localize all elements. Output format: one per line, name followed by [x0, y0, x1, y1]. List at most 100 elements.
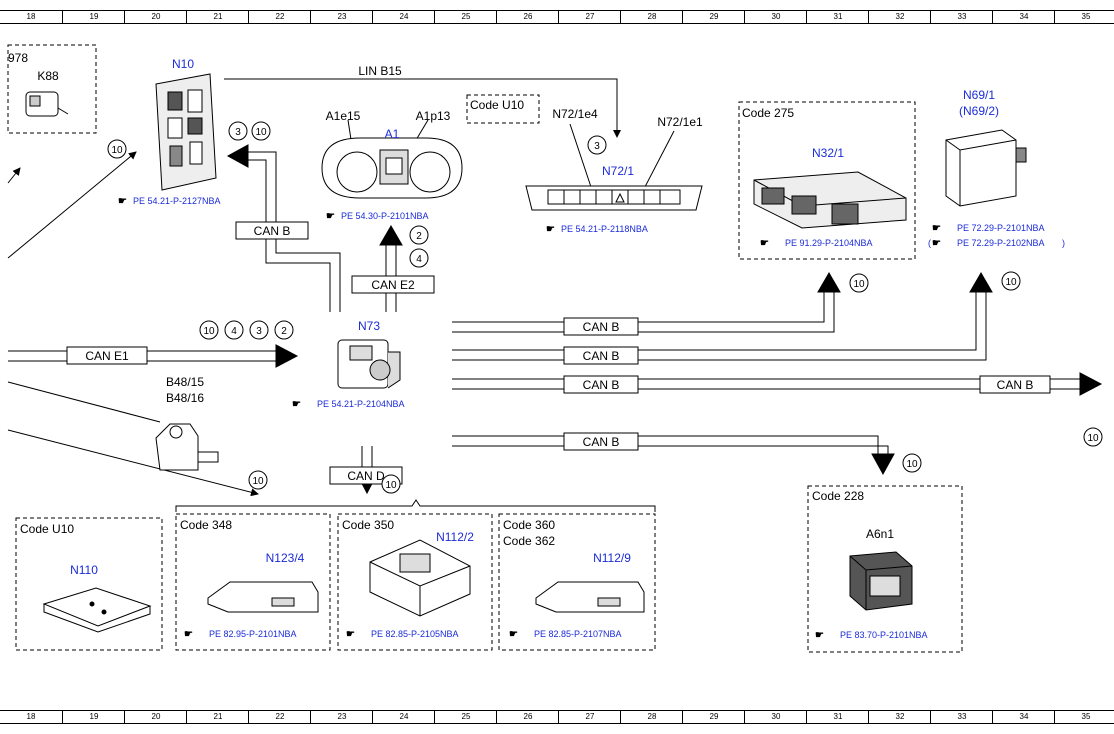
svg-text:10: 10	[252, 476, 264, 487]
svg-text:CAN E2: CAN E2	[371, 278, 415, 292]
svg-text:3: 3	[235, 127, 241, 138]
n110-code-label: Code U10	[20, 522, 74, 536]
can-b-label-3b: CAN B	[979, 375, 1051, 394]
n123-label: N123/4	[266, 551, 305, 565]
n72-code-box	[466, 94, 540, 124]
grid-ruler-cell: 33	[930, 711, 993, 723]
can-b-label-3: CAN B	[563, 375, 639, 394]
grid-ruler-cell: 21	[186, 711, 249, 723]
n112-2-code-box	[337, 513, 493, 651]
svg-text:(: (	[928, 238, 931, 248]
svg-text:2: 2	[281, 326, 287, 337]
pointing-hand-icon: ☛	[932, 238, 941, 249]
grid-ruler-cell: 21	[186, 11, 249, 23]
n72-panel-drawing	[525, 185, 703, 211]
svg-text:PE 54.21-P-2104NBA: PE 54.21-P-2104NBA	[317, 399, 405, 409]
svg-text:CAN B: CAN B	[583, 435, 620, 449]
svg-text:CAN E1: CAN E1	[85, 349, 129, 363]
can-b-n10-bus	[226, 144, 341, 312]
svg-text:4: 4	[231, 326, 237, 337]
grid-ruler-cell: 30	[744, 711, 807, 723]
a1p13-label: A1p13	[416, 109, 451, 123]
marker-10-n32: 10	[849, 273, 869, 293]
can-b-label-2: CAN B	[563, 346, 639, 365]
n72-1e1-label: N72/1e1	[657, 115, 703, 129]
pointing-hand-icon: ☛	[184, 629, 193, 640]
grid-ruler-cell: 20	[124, 711, 187, 723]
wire-diag-n10	[7, 151, 137, 259]
n73-ref: ☛ PE 54.21-P-2104NBA	[292, 399, 405, 410]
wire-b48	[7, 381, 161, 423]
can-b-label-n10: CAN B	[235, 221, 309, 240]
grid-ruler-cell: 31	[806, 711, 869, 723]
n110-label: N110	[70, 563, 98, 577]
marker-3-n72: 3	[587, 135, 607, 155]
n10-module-drawing	[155, 73, 217, 191]
grid-ruler-cell: 33	[930, 11, 993, 23]
grid-ruler-cell: 26	[496, 711, 559, 723]
svg-text:CAN B: CAN B	[583, 378, 620, 392]
n72-1e4-label: N72/1e4	[552, 107, 598, 121]
marker-10-n10: 10	[107, 139, 127, 159]
grid-ruler-cell: 25	[434, 11, 497, 23]
grid-ruler-cell: 19	[62, 711, 125, 723]
grid-ruler-cell: 34	[992, 711, 1055, 723]
marker-10-right: 10	[1083, 427, 1103, 447]
svg-text:CAN B: CAN B	[583, 320, 620, 334]
n69-module-drawing	[945, 129, 1027, 207]
svg-text:3: 3	[256, 326, 262, 337]
b48-15-label: B48/15	[166, 375, 204, 389]
n69-label-alt: (N69/2)	[959, 104, 999, 118]
a6n1-code-box	[807, 485, 963, 653]
n72-ref: ☛ PE 54.21-P-2118NBA	[546, 224, 648, 235]
pointing-hand-icon: ☛	[760, 238, 769, 249]
svg-text:PE 54.21-P-2118NBA: PE 54.21-P-2118NBA	[561, 224, 648, 234]
k88-label: K88	[37, 69, 59, 83]
marker-10-a6n1: 10	[902, 453, 922, 473]
grid-ruler-cell: 18	[26, 12, 36, 21]
marker-3-n10: 3	[228, 121, 248, 141]
marker-2-a1: 2	[409, 225, 429, 245]
svg-text:10: 10	[1005, 277, 1017, 288]
marker-10-e1: 10	[199, 320, 219, 340]
n32-code-label: Code 275	[742, 106, 794, 120]
group-brace	[175, 499, 656, 512]
grid-ruler-cell: 28	[620, 11, 683, 23]
grid-ruler-cell: 20	[124, 11, 187, 23]
marker-10-cand: 10	[381, 474, 401, 494]
grid-ruler-cell: 18	[26, 712, 36, 721]
svg-text:CAN B: CAN B	[997, 378, 1034, 392]
grid-ruler-cell: 32	[868, 11, 931, 23]
wire-diag-k88	[7, 167, 21, 184]
pointing-hand-icon: ☛	[346, 629, 355, 640]
a6n1-label: A6n1	[866, 527, 894, 541]
n72-label: N72/1	[602, 164, 634, 178]
pointing-hand-icon: ☛	[509, 629, 518, 640]
svg-text:CAN B: CAN B	[583, 349, 620, 363]
grid-ruler-cell: 31	[806, 11, 869, 23]
grid-ruler-cell: 28	[620, 711, 683, 723]
b48-16-label: B48/16	[166, 391, 204, 405]
grid-ruler-cell: 19	[62, 11, 125, 23]
can-b-bus-2	[452, 272, 993, 361]
n112-2-code-label: Code 350	[342, 518, 394, 532]
k88-group-box	[7, 44, 97, 134]
svg-text:10: 10	[255, 127, 267, 138]
svg-text:3: 3	[594, 141, 600, 152]
n10-ref: ☛ PE 54.21-P-2127NBA	[118, 196, 221, 207]
marker-3-e1: 3	[249, 320, 269, 340]
marker-10-lower: 10	[248, 470, 268, 490]
n32-ref: ☛ PE 91.29-P-2104NBA	[760, 238, 873, 249]
n69-label: N69/1	[963, 88, 995, 102]
can-e2-label: CAN E2	[351, 275, 435, 294]
n123-code-label: Code 348	[180, 518, 232, 532]
grid-ruler-cell: 24	[372, 11, 435, 23]
pointing-hand-icon: ☛	[118, 196, 127, 207]
can-e2-bus	[379, 225, 403, 312]
a6n1-ref: ☛ PE 83.70-P-2101NBA	[815, 630, 928, 641]
pointing-hand-icon: ☛	[546, 224, 555, 235]
grid-ruler-cell: 35	[1054, 711, 1114, 723]
n69-ref: ☛ PE 72.29-P-2101NBA	[932, 223, 1045, 234]
can-e1-label: CAN E1	[66, 346, 148, 365]
